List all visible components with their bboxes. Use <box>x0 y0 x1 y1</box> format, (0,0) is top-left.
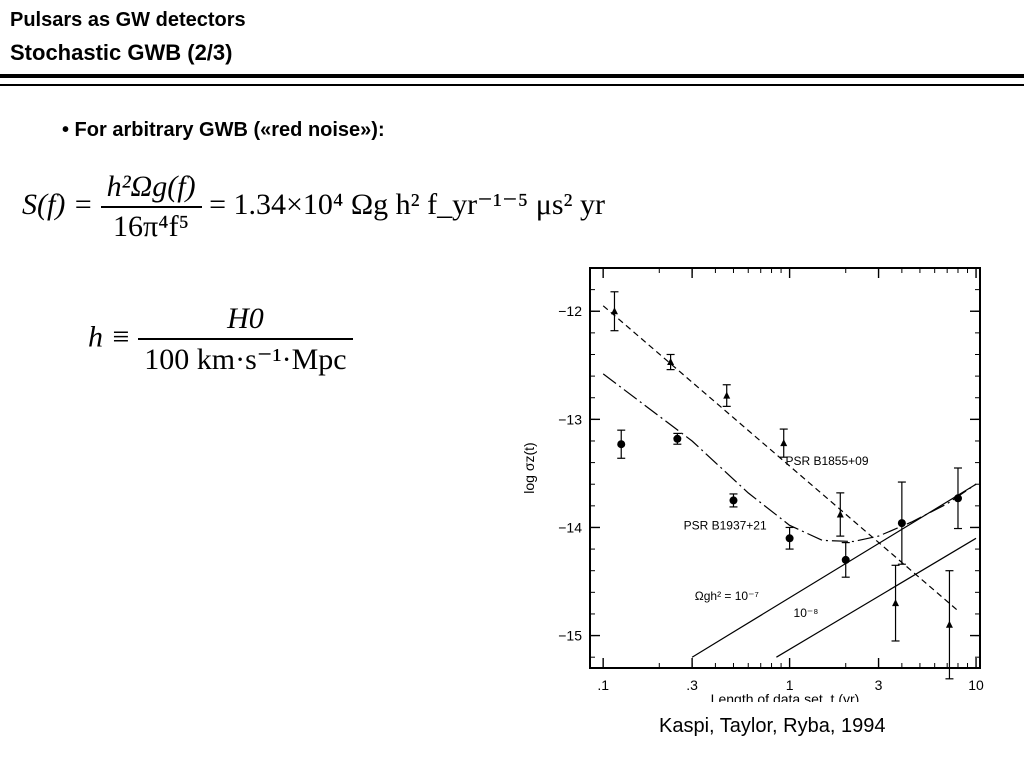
chart-annotation: PSR B1937+21 <box>684 519 767 533</box>
data-point-b1855 <box>723 391 731 399</box>
plot-frame <box>589 267 981 669</box>
data-point-b1937 <box>841 555 850 564</box>
y-tick-label: −12 <box>558 303 582 319</box>
hubble-equation: h ≡ H0 100 km·s⁻¹·Mpc <box>88 302 353 377</box>
data-point-b1855 <box>780 439 788 447</box>
header-rule-thin <box>0 84 1024 86</box>
hubble-lhs: h ≡ <box>88 320 131 354</box>
x-tick-label: 1 <box>786 677 794 693</box>
model-curve-1 <box>602 305 959 612</box>
spectrum-rhs: = 1.34×10⁴ Ωg h² f_yr⁻¹⁻⁵ μs² yr <box>209 187 606 221</box>
data-point-b1855 <box>610 307 618 315</box>
chart-annotation: Ωgh² = 10⁻⁷ <box>695 589 759 603</box>
chart-annotation: 10⁻⁸ <box>794 606 819 620</box>
spectrum-fraction: h²Ωg(f) 16π⁴f⁵ <box>100 170 202 244</box>
hubble-numerator: H0 <box>227 302 264 335</box>
y-tick-label: −13 <box>558 411 582 427</box>
hubble-denominator: 100 km·s⁻¹·Mpc <box>138 338 353 377</box>
bullet-red-noise: • For arbitrary GWB («red noise»): <box>62 119 385 141</box>
x-tick-label: 3 <box>875 677 883 693</box>
data-point-b1937 <box>785 534 794 543</box>
model-curve-4 <box>776 537 977 658</box>
slide-subtitle: Stochastic GWB (2/3) <box>10 40 233 65</box>
hubble-fraction: H0 100 km·s⁻¹·Mpc <box>138 302 353 377</box>
spectrum-lhs: S(f) = <box>22 187 94 221</box>
y-tick-label: −14 <box>558 519 582 535</box>
citation: Kaspi, Taylor, Ryba, 1994 <box>659 715 886 737</box>
data-point-b1937 <box>673 434 682 443</box>
data-point-b1855 <box>945 620 953 628</box>
data-point-b1937 <box>897 519 906 528</box>
data-point-b1855 <box>836 510 844 518</box>
spectrum-equation: S(f) = h²Ωg(f) 16π⁴f⁵ = 1.34×10⁴ Ωg h² f… <box>22 170 605 244</box>
model-curve-2 <box>602 373 977 543</box>
spectrum-numerator: h²Ωg(f) <box>106 170 196 203</box>
x-tick-label: 10 <box>968 677 984 693</box>
header-rule-thick <box>0 74 1024 78</box>
model-curve-3 <box>691 483 977 658</box>
x-tick-label: .3 <box>686 677 698 693</box>
x-axis-label: Length of data set, t (yr) <box>711 691 860 702</box>
data-point-b1937 <box>729 496 738 505</box>
spectrum-denominator: 16π⁴f⁵ <box>100 206 202 244</box>
data-point-b1937 <box>617 440 626 449</box>
x-tick-label: .1 <box>597 677 609 693</box>
data-point-b1937 <box>953 494 962 503</box>
chart-annotation: PSR B1855+09 <box>785 454 868 468</box>
data-point-b1855 <box>667 358 675 366</box>
data-point-b1855 <box>892 599 900 607</box>
slide-title: Pulsars as GW detectors <box>10 9 246 31</box>
y-tick-label: −15 <box>558 628 582 644</box>
y-axis-label: log σz(t) <box>521 442 537 493</box>
